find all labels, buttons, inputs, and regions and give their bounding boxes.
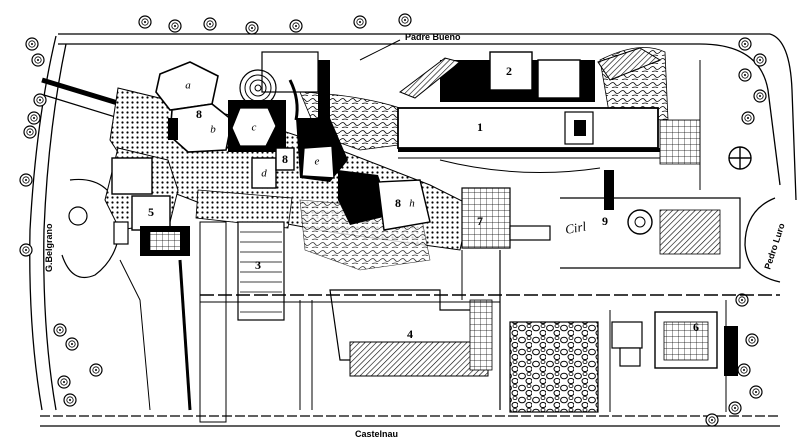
streets (29, 33, 797, 427)
paths (119, 39, 780, 411)
building-5 (104, 147, 190, 256)
label-5: 5 (148, 205, 154, 219)
left-roundabout (61, 178, 121, 279)
street-label-bottom: Castelnau (355, 429, 398, 439)
area-4 (299, 289, 493, 410)
label-8a: 8 (196, 107, 202, 121)
right-roundabout (728, 146, 781, 283)
label-h: h (409, 198, 415, 210)
label-e: e (315, 156, 320, 168)
area-9 (560, 170, 741, 269)
building-b (168, 103, 233, 153)
building-2 (261, 47, 662, 120)
label-8c: 8 (395, 196, 401, 210)
label-a: a (185, 80, 191, 92)
building-c (228, 100, 286, 152)
label-c: c (252, 122, 257, 134)
building-6 (609, 300, 738, 412)
area-7 (461, 187, 551, 249)
building-1 (397, 107, 701, 165)
label-9: 9 (602, 214, 608, 228)
label-8b: 8 (282, 152, 288, 166)
pebble-garden (509, 321, 599, 413)
label-3: 3 (255, 258, 261, 272)
label-2: 2 (506, 64, 512, 78)
building-h (338, 170, 431, 231)
building-e (296, 118, 348, 182)
label-7: 7 (477, 214, 483, 228)
label-4: 4 (407, 327, 413, 341)
street-label-top: Padre Bueno (405, 32, 461, 42)
handwritten-note: Cirl (564, 218, 588, 236)
label-d: d (261, 168, 267, 180)
label-b: b (210, 124, 216, 136)
label-1: 1 (477, 120, 483, 134)
label-6: 6 (693, 320, 699, 334)
street-label-left: G.Belgrano (44, 223, 54, 272)
area-3 (199, 221, 285, 423)
building-d (251, 147, 295, 189)
